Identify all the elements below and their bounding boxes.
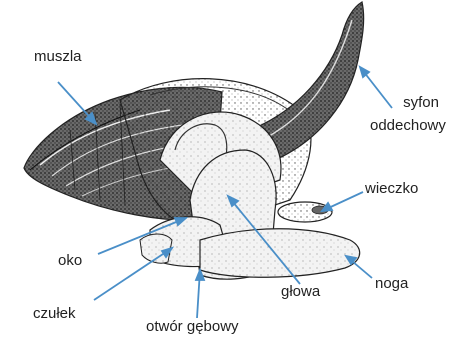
pointer-czulek: [94, 248, 172, 300]
pointer-noga: [346, 256, 372, 278]
pointer-syfon: [360, 67, 392, 108]
label-glowa: głowa: [281, 283, 320, 301]
label-oko: oko: [58, 252, 82, 270]
label-noga: noga: [375, 275, 408, 293]
label-otwor: otwór gębowy: [146, 318, 239, 336]
label-czulek: czułek: [33, 305, 76, 323]
label-syfon-line1: syfon: [391, 94, 451, 112]
operculum: [278, 202, 332, 222]
label-muszla: muszla: [34, 48, 82, 66]
pointer-otwor: [196, 270, 204, 318]
pointer-wieczko: [322, 192, 363, 211]
label-syfon-line2: oddechowy: [370, 117, 446, 135]
label-wieczko: wieczko: [365, 180, 418, 198]
